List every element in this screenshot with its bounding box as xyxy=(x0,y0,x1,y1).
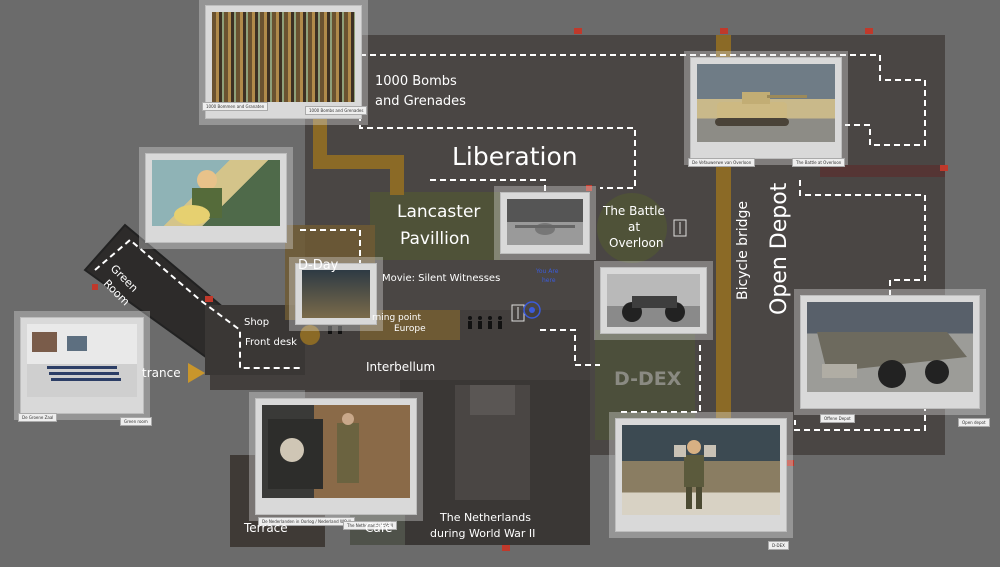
label-liberation: Liberation xyxy=(452,142,578,171)
motorcycle-icon xyxy=(622,296,685,322)
photo-green-room[interactable] xyxy=(20,317,144,414)
photo-tank[interactable] xyxy=(690,57,842,159)
caption-ww2-right: The Netherlands WW II xyxy=(343,521,397,530)
interbellum-core xyxy=(470,385,515,415)
caption-depot-left: Offene Depot xyxy=(820,414,855,423)
caption-green-right: Green room xyxy=(120,417,152,426)
label-battle-3: Overloon xyxy=(609,236,664,250)
label-movie: Movie: Silent Witnesses xyxy=(382,273,501,284)
label-you-are-here-2: here xyxy=(542,277,556,284)
ddex-image xyxy=(622,425,780,515)
photo-netherlands[interactable] xyxy=(255,398,417,515)
amphibious-vehicle-icon xyxy=(817,332,967,388)
label-shop: Shop xyxy=(244,317,270,328)
label-you-are-here-1: You Are xyxy=(536,268,559,275)
photo-bombs[interactable] xyxy=(205,5,362,119)
ochre-path-top xyxy=(313,105,327,165)
map-marker-icon xyxy=(92,28,948,551)
label-front-desk: Front desk xyxy=(245,337,297,348)
label-lancaster-1: Lancaster xyxy=(397,202,481,222)
label-turning-1: rning point xyxy=(372,313,421,323)
label-open-depot: Open Depot xyxy=(767,182,792,315)
label-terrace: Terrace xyxy=(244,521,288,535)
label-ddex: D-DEX xyxy=(614,368,682,390)
battle-zone xyxy=(597,193,667,263)
ramp-open-depot xyxy=(820,165,945,177)
route-lines xyxy=(94,54,926,431)
photo-motorcycle[interactable] xyxy=(600,267,707,334)
ochre-path-mid xyxy=(313,155,403,169)
soldier-icon xyxy=(174,170,222,225)
label-interbellum: Interbellum xyxy=(366,360,436,374)
netherlands-image xyxy=(262,405,410,498)
label-lancaster-2: Pavillion xyxy=(400,229,471,249)
label-battle-1: The Battle xyxy=(603,204,665,218)
label-bombs-1: 1000 Bombs xyxy=(375,74,457,89)
ochre-path-vert xyxy=(390,155,404,195)
motorcycle-image xyxy=(607,274,700,327)
caption-tank-left: De Vefauwerwe van Overloon xyxy=(688,158,756,167)
label-battle-2: at xyxy=(628,220,641,234)
comic-image xyxy=(152,160,280,226)
photo-dday-heads[interactable] xyxy=(295,263,377,325)
open-depot-image xyxy=(807,302,973,392)
label-netherlands-2: during World War II xyxy=(430,527,536,540)
bombs-image xyxy=(212,12,355,102)
tank-image xyxy=(697,64,835,142)
caption-green-left: De Groene Zaal xyxy=(18,413,58,422)
label-bombs-2: and Grenades xyxy=(375,94,466,109)
caption-bombs-left: 1000 Bommen and Granaten xyxy=(202,102,269,111)
label-bicycle-bridge: Bicycle bridge xyxy=(735,200,751,300)
tank-icon xyxy=(715,92,807,126)
caption-bombs-right: 1000 Bombs and Grenades xyxy=(305,106,368,115)
lancaster-zone xyxy=(370,192,500,260)
dday-marker xyxy=(300,325,320,345)
label-entrance: trance xyxy=(142,366,181,380)
caption-tank-right: The Battle at Overloon xyxy=(792,158,846,167)
photo-open-depot[interactable] xyxy=(800,295,980,409)
you-are-here-icon[interactable] xyxy=(523,301,541,319)
photo-comic[interactable] xyxy=(145,153,287,243)
exhibit-icon xyxy=(268,413,359,489)
paratrooper-icon xyxy=(674,440,716,509)
label-cafe: Café xyxy=(365,521,393,535)
caption-depot-right: Open depot xyxy=(958,418,990,427)
green-room-image xyxy=(27,324,137,397)
label-netherlands-1: The Netherlands xyxy=(440,511,532,524)
chairs-icon xyxy=(32,332,121,381)
photo-lancaster[interactable] xyxy=(500,192,590,254)
you-are-here-dot xyxy=(529,307,535,313)
caption-ddex: D-DEX xyxy=(768,541,789,550)
entrance-arrow-icon[interactable] xyxy=(188,363,205,383)
lancaster-image xyxy=(507,199,583,245)
label-turning-2: Europe xyxy=(394,324,426,334)
lift-icon xyxy=(511,219,687,322)
dday-image xyxy=(302,270,370,318)
label-dday: D-Day xyxy=(298,258,339,273)
photo-ddex[interactable] xyxy=(615,418,787,532)
aircraft-icon xyxy=(515,223,575,235)
